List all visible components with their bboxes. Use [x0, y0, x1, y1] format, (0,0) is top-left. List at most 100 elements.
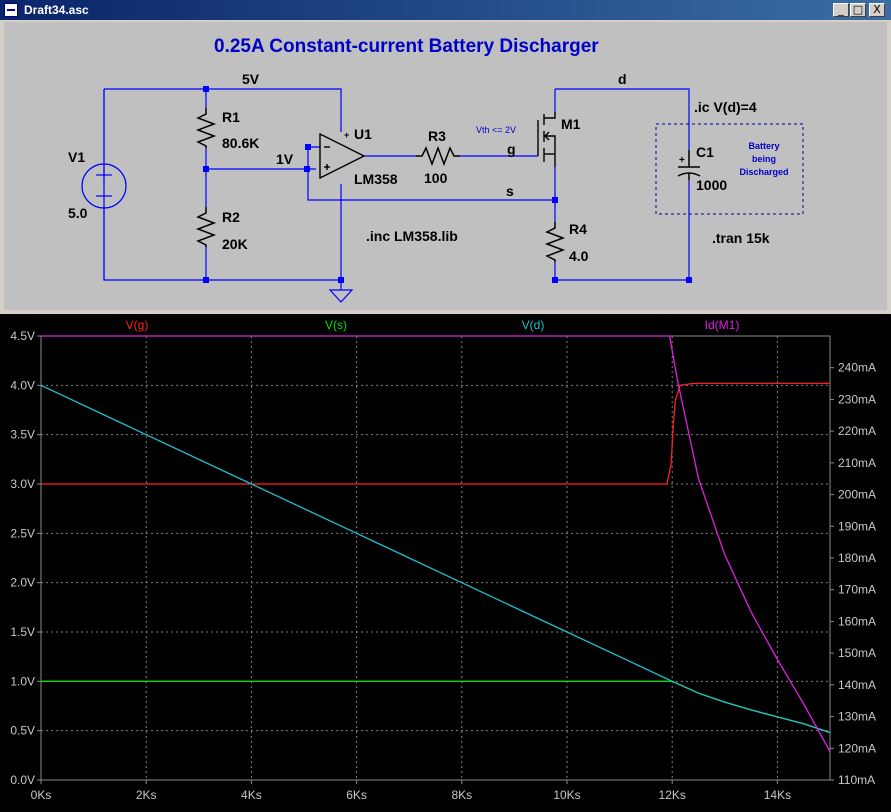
tran-directive[interactable]: .tran 15k	[712, 230, 770, 246]
left-tick-label: 3.0V	[10, 477, 35, 491]
c1-value-label[interactable]: 1000	[696, 177, 727, 193]
u1-opamp-symbol[interactable]	[319, 132, 366, 180]
ic-directive[interactable]: .ic V(d)=4	[694, 99, 757, 115]
left-tick-label: 3.5V	[10, 428, 35, 442]
battery-box	[655, 123, 804, 215]
right-tick-label: 240mA	[838, 361, 876, 375]
battery-note-line[interactable]: being	[752, 154, 776, 164]
r4-name-label[interactable]: R4	[569, 221, 587, 237]
r3-value-label[interactable]: 100	[424, 170, 448, 186]
right-tick-label: 180mA	[838, 551, 876, 565]
battery-note: Battery being Discharged	[739, 141, 788, 177]
battery-note-line[interactable]: Discharged	[739, 167, 788, 177]
r2-value-label[interactable]: 20K	[222, 236, 248, 252]
m1-mosfet-symbol[interactable]	[537, 112, 556, 167]
net-g-label[interactable]: g	[507, 141, 516, 157]
right-tick-label: 140mA	[838, 678, 876, 692]
waveform-viewer[interactable]: 0.0V 0.5V 1.0V 1.5V 2.0V 2.5V 3.0V 3.5V 4.0V 4.5V…	[0, 314, 891, 812]
left-axis-ticks: 0.0V 0.5V 1.0V 1.5V 2.0V 2.5V 3.0V 3.5V 4.0V 4.5V	[10, 329, 41, 787]
r2-name-label[interactable]: R2	[222, 209, 240, 225]
c1-plus-mark: +	[679, 155, 685, 166]
x-tick-label: 2Ks	[136, 788, 157, 802]
schematic-doc-icon	[4, 3, 18, 17]
right-tick-label: 210mA	[838, 456, 876, 470]
u1-value-label[interactable]: LM358	[354, 171, 398, 187]
plot-frame	[40, 335, 831, 781]
r1-value-label[interactable]: 80.6K	[222, 135, 259, 151]
right-tick-label: 190mA	[838, 519, 876, 533]
legend-label[interactable]: V(d)	[522, 318, 545, 332]
trace-v-g[interactable]	[41, 382, 830, 485]
left-tick-label: 1.5V	[10, 625, 35, 639]
right-tick-label: 230mA	[838, 392, 876, 406]
v1-value-label[interactable]: 5.0	[68, 205, 88, 221]
net-s-label[interactable]: s	[506, 183, 514, 199]
left-tick-label: 4.0V	[10, 378, 35, 392]
v1-source-symbol[interactable]	[81, 163, 127, 209]
c1-capacitor-symbol[interactable]	[677, 150, 701, 180]
trace-id-m1[interactable]	[41, 335, 831, 752]
left-tick-label: 2.0V	[10, 576, 35, 590]
left-tick-label: 2.5V	[10, 526, 35, 540]
right-tick-label: 160mA	[838, 614, 876, 628]
left-tick-label: 1.0V	[10, 674, 35, 688]
x-tick-label: 12Ks	[659, 788, 686, 802]
legend-label[interactable]: V(g)	[126, 318, 149, 332]
net-1v-label[interactable]: 1V	[276, 151, 294, 167]
pane-splitter[interactable]	[0, 310, 891, 314]
legend-label[interactable]: V(s)	[325, 318, 347, 332]
x-tick-label: 4Ks	[241, 788, 262, 802]
waveform-plot[interactable]: 0.0V 0.5V 1.0V 1.5V 2.0V 2.5V 3.0V 3.5V 4.0V 4.5V…	[0, 314, 891, 812]
r3-name-label[interactable]: R3	[428, 128, 446, 144]
trace-v-s[interactable]	[41, 680, 831, 734]
u1-name-label[interactable]: U1	[354, 126, 372, 142]
net-5v-label[interactable]: 5V	[242, 71, 260, 87]
x-axis-ticks: 0Ks 2Ks 4Ks 6Ks 8Ks 10Ks 12Ks 14Ks	[31, 780, 791, 802]
v1-name-label[interactable]: V1	[68, 149, 85, 165]
window-title: Draft34.asc	[24, 3, 89, 17]
c1-name-label[interactable]: C1	[696, 144, 714, 160]
right-tick-label: 170mA	[838, 583, 876, 597]
m1-name-label[interactable]: M1	[561, 116, 581, 132]
close-button[interactable]: X	[869, 3, 885, 17]
restore-button[interactable]: □	[850, 3, 866, 17]
x-tick-label: 8Ks	[451, 788, 472, 802]
right-tick-label: 150mA	[838, 646, 876, 660]
x-tick-label: 0Ks	[31, 788, 52, 802]
x-tick-label: 10Ks	[553, 788, 580, 802]
right-tick-label: 200mA	[838, 488, 876, 502]
r4-resistor-symbol[interactable]	[544, 222, 566, 262]
inc-directive[interactable]: .inc LM358.lib	[366, 228, 458, 244]
trace-v-d[interactable]	[40, 384, 831, 734]
trace-legend: V(g) V(s) V(d) Id(M1)	[126, 318, 740, 332]
opamp-plus-label: +	[344, 130, 349, 140]
right-tick-label: 120mA	[838, 741, 876, 755]
x-tick-label: 14Ks	[764, 788, 791, 802]
schematic-editor[interactable]: + +	[4, 22, 887, 310]
battery-note-line[interactable]: Battery	[748, 141, 779, 151]
net-d-label[interactable]: d	[618, 71, 627, 87]
r1-name-label[interactable]: R1	[222, 109, 240, 125]
r1-resistor-symbol[interactable]	[195, 108, 217, 148]
left-tick-label: 4.5V	[10, 329, 35, 343]
plot-traces	[40, 335, 831, 752]
x-tick-label: 6Ks	[346, 788, 367, 802]
r2-resistor-symbol[interactable]	[195, 207, 217, 247]
schematic-canvas[interactable]: + +	[4, 22, 887, 310]
right-tick-label: 130mA	[838, 710, 876, 724]
r4-value-label[interactable]: 4.0	[569, 248, 589, 264]
legend-label[interactable]: Id(M1)	[705, 318, 740, 332]
schematic-wires	[103, 88, 690, 290]
junction-dots	[203, 86, 692, 283]
title-bar[interactable]: Draft34.asc _ □ X	[0, 0, 891, 20]
plot-grid	[40, 335, 831, 781]
right-tick-label: 220mA	[838, 424, 876, 438]
schematic-title[interactable]: 0.25A Constant-current Battery Discharge…	[214, 36, 599, 57]
vth-note-label[interactable]: Vth <= 2V	[476, 125, 516, 135]
r3-resistor-symbol[interactable]	[416, 145, 460, 167]
ground-icon	[328, 289, 354, 303]
minimize-button[interactable]: _	[833, 3, 849, 17]
left-tick-label: 0.0V	[10, 773, 35, 787]
left-tick-label: 0.5V	[10, 724, 35, 738]
